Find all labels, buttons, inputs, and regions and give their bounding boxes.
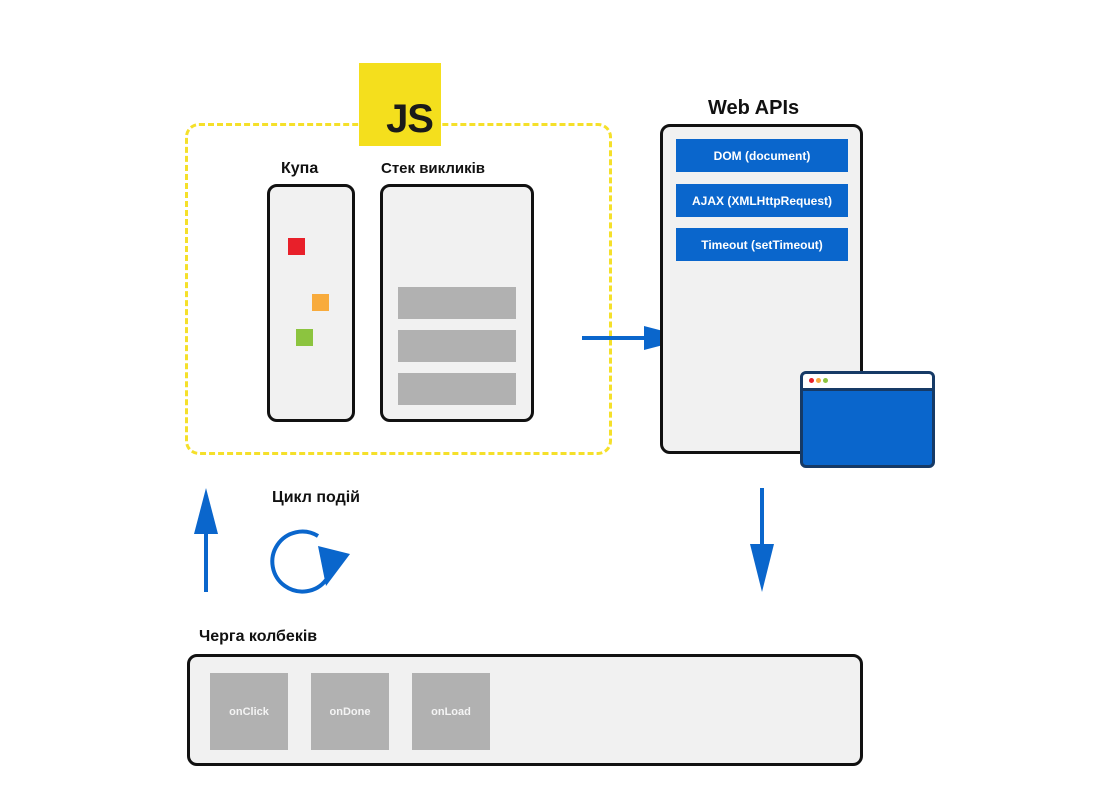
- heap-object-green: [296, 329, 313, 346]
- web-api-item: AJAX (XMLHttpRequest): [676, 184, 848, 217]
- heap-object-orange: [312, 294, 329, 311]
- heap-label: Купа: [281, 160, 319, 178]
- stack-frame: [398, 330, 516, 362]
- callback-item: onDone: [311, 673, 389, 750]
- web-api-item: DOM (document): [676, 139, 848, 172]
- web-apis-title: Web APIs: [708, 97, 800, 120]
- web-api-item: Timeout (setTimeout): [676, 228, 848, 261]
- arrow-down-icon: [750, 488, 774, 592]
- heap-object-red: [288, 238, 305, 255]
- event-loop-label: Цикл подій: [272, 489, 360, 507]
- callback-item: onClick: [210, 673, 288, 750]
- event-loop-icon: [270, 529, 350, 594]
- callback-queue-panel: [187, 654, 863, 766]
- callback-queue-label: Черга колбеків: [199, 628, 318, 646]
- browser-window-icon: [800, 371, 935, 468]
- js-logo-text: JS: [386, 97, 434, 141]
- heap-panel: [267, 184, 355, 422]
- js-logo: JS: [359, 63, 441, 146]
- stack-frame: [398, 373, 516, 405]
- stack-frame: [398, 287, 516, 319]
- callback-item: onLoad: [412, 673, 490, 750]
- call-stack-label: Стек викликів: [381, 160, 485, 177]
- arrow-up-icon: [194, 488, 218, 592]
